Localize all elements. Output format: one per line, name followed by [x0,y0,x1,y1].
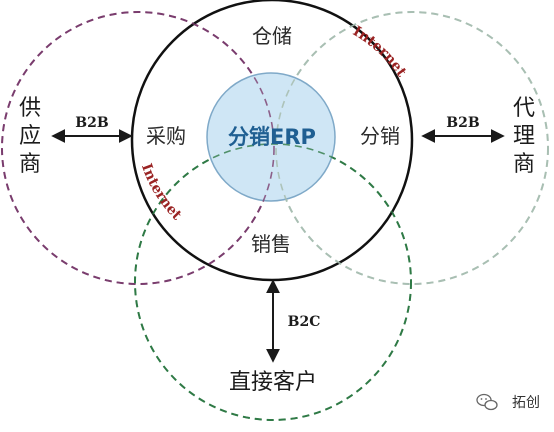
svg-text:供: 供 [19,96,41,121]
supplier-label: 供 应 商 [19,96,41,177]
customer-circle-overlay [134,143,412,421]
agent-b2b-label: B2B [446,115,480,131]
svg-text:应: 应 [19,124,41,149]
svg-text:代: 代 [513,96,535,121]
wechat-icon [476,393,498,411]
watermark-text: 拓创 [512,395,540,411]
module-purchase-label: 采购 [146,124,186,148]
svg-text:商: 商 [513,152,535,177]
internet-label-upper-right: Internet [350,23,410,80]
direct-customer-label: 直接客户 [229,370,317,395]
supplier-b2b-label: B2B [75,115,109,131]
agent-label: 代 理 商 [513,96,535,177]
module-distribution-label: 分销 [360,124,400,148]
customer-b2c-label: B2C [288,314,321,330]
svg-text:理: 理 [513,124,535,149]
erp-center-label: 分销ERP [228,125,316,149]
erp-center-bubble [206,72,336,202]
agent-circle-overlay [275,11,549,285]
module-warehouse-label: 仓储 [252,24,292,48]
module-sales-label: 销售 [251,232,291,256]
watermark: 拓创 [476,393,540,411]
internet-label-lower-left: Internet [138,162,185,224]
svg-text:商: 商 [19,152,41,177]
supplier-circle-overlay [1,11,275,285]
